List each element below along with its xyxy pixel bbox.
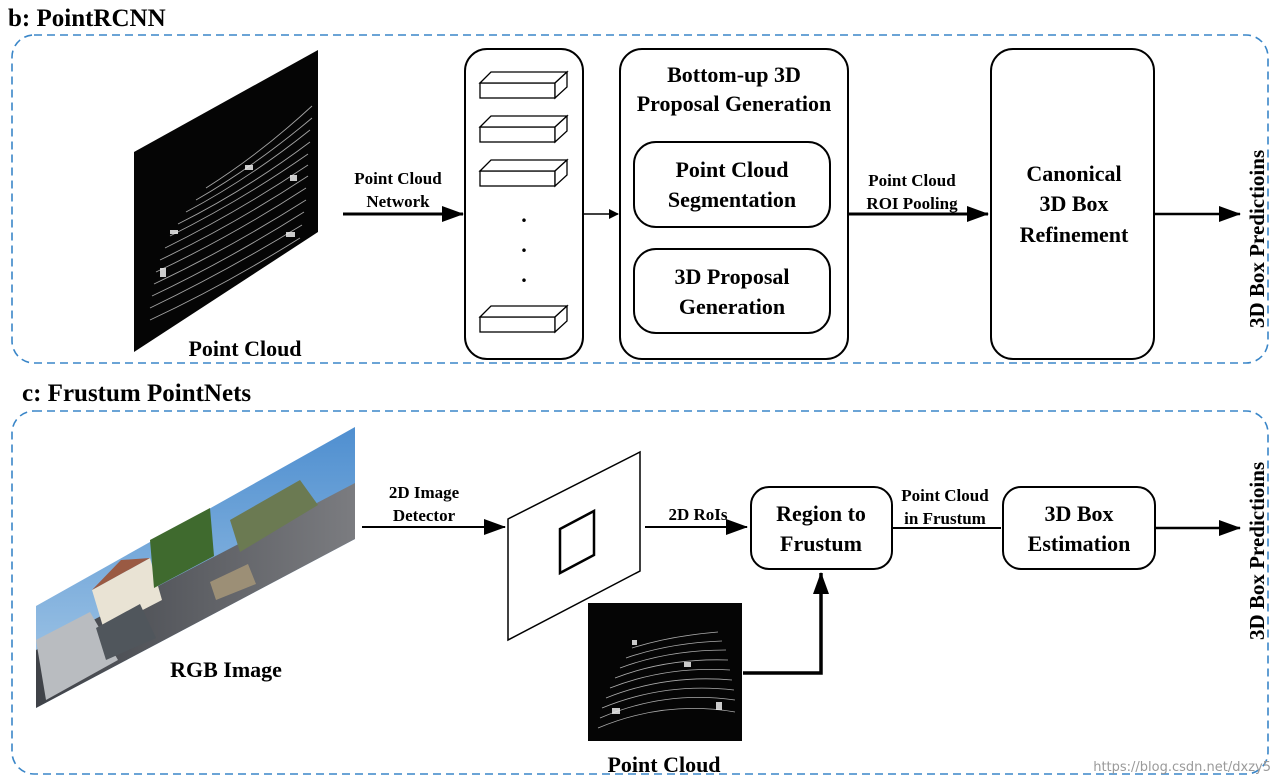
arrow-detector-label-line2: Detector [393,506,456,525]
proposal-generation-label-line2: Generation [679,294,785,319]
refinement-label-line1: Canonical [1026,161,1121,186]
rgb-street-image [36,427,355,708]
lidar-point-cloud-image-c [588,603,742,741]
segmentation-label-line1: Point Cloud [675,157,788,182]
output-label-c: 3D Box Predictioins [1245,462,1269,640]
feature-cuboid-2 [478,114,569,144]
panel-b-dashed-border [11,34,1269,364]
panel-c-title: c: Frustum PointNets [22,380,251,407]
arrow-frustum-label-line2: in Frustum [904,509,986,528]
detection-frame [507,450,641,642]
arrow-rois-label: 2D RoIs [668,505,727,524]
estimation-label-line1: 3D Box [1044,501,1113,526]
feature-cuboid-1 [478,70,569,100]
panel-c: c: Frustum PointNets RGB Image 2D Image … [11,380,1269,777]
lidar-point-cloud-image [134,50,318,352]
region-to-frustum-box [750,486,893,570]
proposal-generation-label-line1: 3D Proposal [674,264,789,289]
point-cloud-label-c: Point Cloud [607,752,720,777]
arrow-pooling-label-line2: ROI Pooling [866,194,958,213]
stack-ellipsis-3: . [521,262,527,287]
watermark: https://blog.csdn.net/dxzy5 [1093,760,1271,775]
proposal-box-title-line1: Bottom-up 3D [667,62,801,87]
refinement-box [990,48,1155,360]
refinement-label-line2: 3D Box [1039,191,1108,216]
proposal-generation-sub-box [633,248,831,334]
stack-ellipsis-1: . [521,202,527,227]
refinement-label-line3: Refinement [1020,222,1129,247]
arrow-frustum-label-line1: Point Cloud [901,486,989,505]
feature-cuboid-3 [478,158,569,188]
panel-c-dashed-border [11,410,1269,775]
segmentation-box [633,141,831,228]
arrow-network-label-line1: Point Cloud [354,169,442,188]
segmentation-label-line2: Segmentation [668,187,796,212]
arrow-network-label-line2: Network [366,192,430,211]
stack-ellipsis-2: . [521,232,527,257]
box-estimation-box [1002,486,1156,570]
proposal-box-title-line2: Proposal Generation [637,91,832,116]
region-box-label-line1: Region to [776,501,866,526]
arrow-pooling-label-line1: Point Cloud [868,171,956,190]
rgb-image-label: RGB Image [170,657,282,682]
panel-b-title: b: PointRCNN [8,5,166,32]
region-box-label-line2: Frustum [780,531,862,556]
arrow-detector-label-line1: 2D Image [389,483,460,502]
output-label-b: 3D Box Predictioins [1245,150,1269,328]
panel-b: b: PointRCNN [8,5,1269,364]
arrow-pointcloud-to-region [743,572,829,675]
feature-cuboid-4 [478,304,569,334]
estimation-label-line2: Estimation [1028,531,1131,556]
point-cloud-label-b: Point Cloud [188,336,301,361]
